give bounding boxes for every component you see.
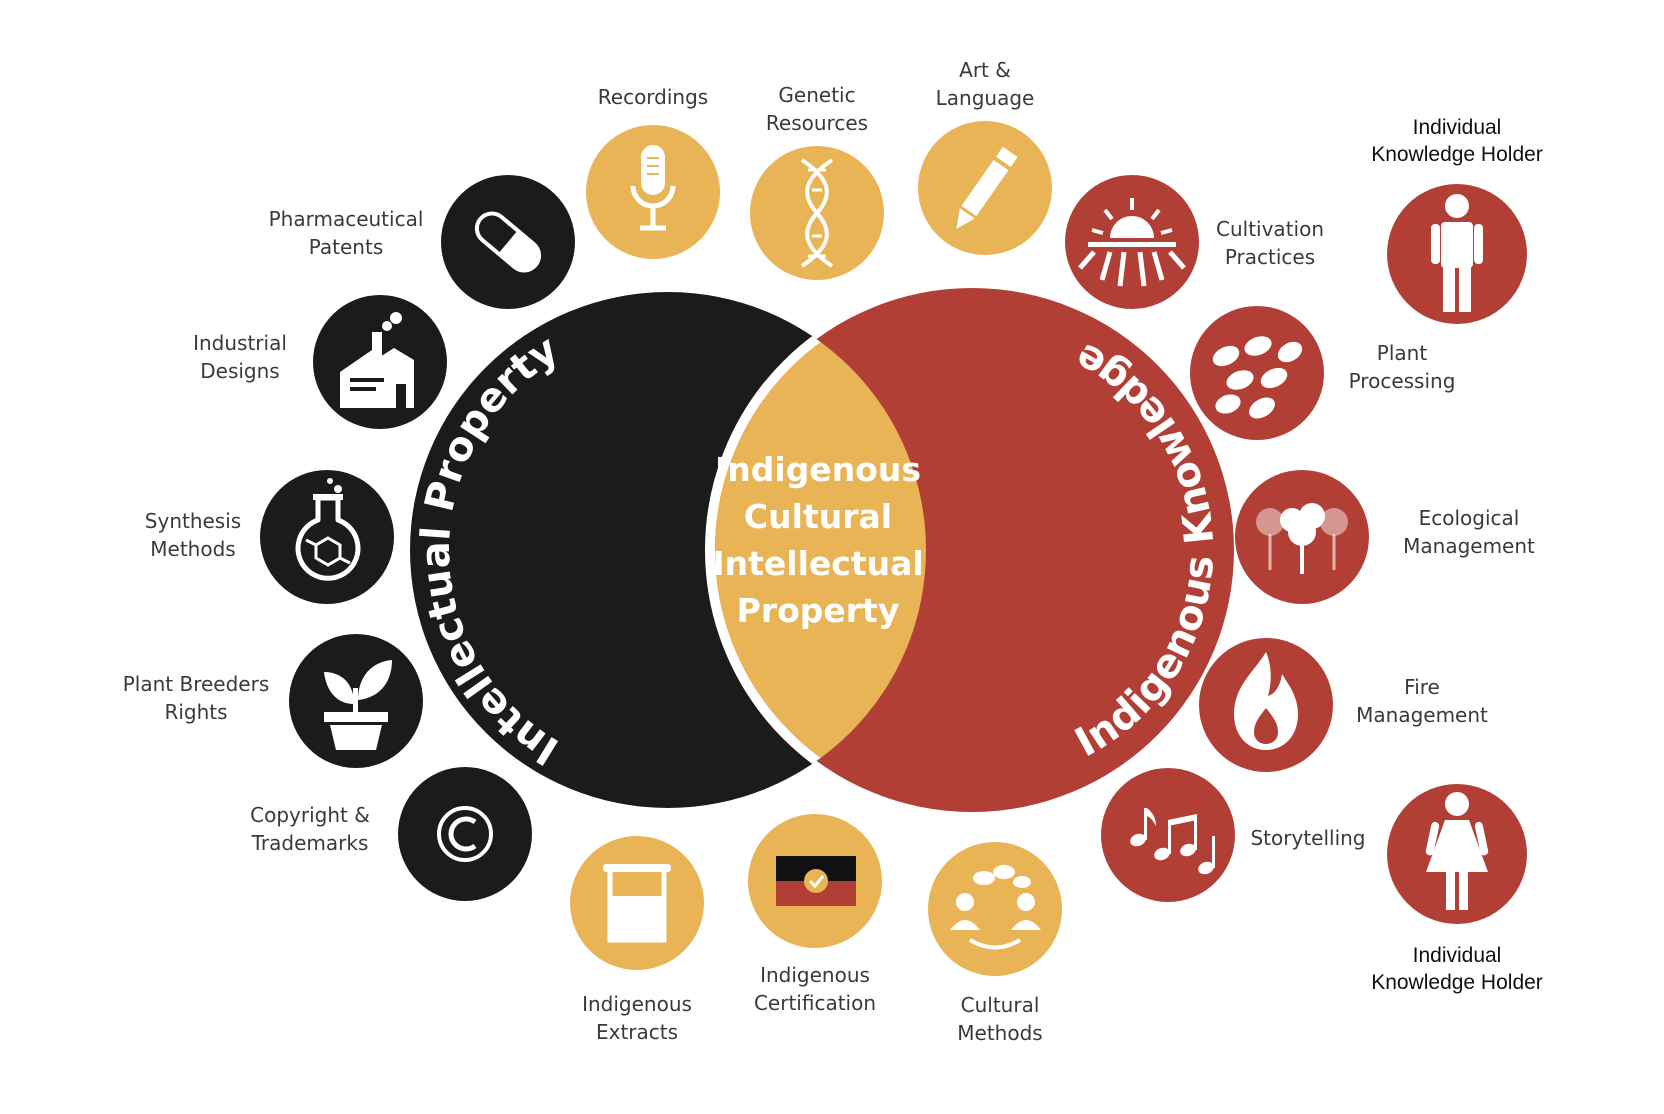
individual-knowledge-holder-male: Individual Knowledge Holder (1371, 116, 1543, 324)
center-line-2: Cultural (744, 497, 892, 536)
label-rights: Rights (164, 700, 227, 724)
man-icon (1431, 194, 1483, 312)
icip-item-indigenous-extracts: Indigenous Extracts (570, 836, 704, 1044)
label-cultivation: Cultivation (1216, 217, 1324, 241)
icip-item-art-language: Art & Language (918, 58, 1052, 255)
dna-icon (800, 158, 834, 268)
center-line-3: Intellectual (712, 544, 923, 583)
trees-icon (1256, 503, 1348, 574)
label-fire-management: Management (1356, 703, 1488, 727)
woman-icon (1425, 792, 1489, 910)
label-storytelling: Storytelling (1250, 826, 1365, 850)
label-methods: Methods (150, 537, 235, 561)
label-synthesis: Synthesis (145, 509, 241, 533)
label-trademarks: Trademarks (251, 831, 369, 855)
label-genetic: Genetic (778, 83, 855, 107)
ip-item-plant-breeders-rights: Plant Breeders Rights (123, 634, 423, 768)
center-line-4: Property (737, 591, 900, 630)
label-ecological-management: Management (1403, 534, 1535, 558)
label-patents: Patents (309, 235, 384, 259)
holder-label-bottom-2: Knowledge Holder (1371, 971, 1543, 994)
icip-center-label: Indigenous Cultural Intellectual Propert… (712, 450, 923, 630)
label-plant: Plant (1377, 341, 1428, 365)
flask-icon (295, 478, 361, 581)
icip-item-indigenous-certification: Indigenous Certification (748, 814, 882, 1015)
holder-label-top-2: Knowledge Holder (1371, 143, 1543, 166)
ik-item-plant-processing: Plant Processing (1190, 306, 1455, 440)
ik-item-ecological-management: Ecological Management (1235, 470, 1535, 604)
beaker-icon (603, 864, 671, 943)
copyright-icon (437, 806, 493, 862)
label-indigenous-certification-2: Certification (754, 991, 876, 1015)
label-art: Art & (959, 58, 1011, 82)
label-indigenous-extracts-1: Indigenous (582, 992, 692, 1016)
sunrise-field-icon (1078, 198, 1186, 287)
label-ecological: Ecological (1419, 506, 1520, 530)
label-industrial: Industrial (193, 331, 287, 355)
label-plant-breeders: Plant Breeders (123, 672, 270, 696)
pencil-icon (956, 146, 1018, 229)
label-indigenous-certification-1: Indigenous (760, 963, 870, 987)
potted-plant-icon (324, 660, 392, 750)
label-designs: Designs (200, 359, 279, 383)
overlap-outline (705, 292, 926, 808)
ip-item-copyright-trademarks: Copyright & Trademarks (250, 767, 532, 901)
ik-item-fire-management: Fire Management (1199, 638, 1488, 772)
icip-item-recordings: Recordings (586, 85, 720, 259)
ip-item-pharmaceutical-patents: Pharmaceutical Patents (269, 175, 575, 309)
label-resources: Resources (766, 111, 868, 135)
seeds-icon (1212, 336, 1303, 419)
holder-label-bottom-1: Individual (1413, 944, 1502, 967)
icip-item-genetic-resources: Genetic Resources (750, 83, 884, 280)
flame-icon (1234, 652, 1298, 750)
ik-item-storytelling: Storytelling (1101, 768, 1366, 902)
label-pharmaceutical: Pharmaceutical (269, 207, 424, 231)
pill-icon (474, 211, 542, 273)
music-notes-icon (1130, 808, 1215, 875)
label-recordings: Recordings (598, 85, 708, 109)
label-fire: Fire (1404, 675, 1440, 699)
factory-icon (340, 312, 414, 408)
people-talking-icon (950, 865, 1041, 950)
holder-label-top-1: Individual (1413, 116, 1502, 139)
label-copyright: Copyright & (250, 803, 370, 827)
microphone-icon (630, 145, 676, 231)
label-cultural-methods: Methods (957, 1021, 1042, 1045)
center-line-1: Indigenous (715, 450, 921, 489)
label-cultural: Cultural (961, 993, 1040, 1017)
icip-overlap (715, 293, 926, 807)
ip-item-synthesis-methods: Synthesis Methods (145, 470, 394, 604)
icip-item-cultural-methods: Cultural Methods (928, 842, 1062, 1045)
ik-item-cultivation-practices: Cultivation Practices (1065, 175, 1324, 309)
ip-item-industrial-designs: Industrial Designs (193, 295, 447, 429)
label-practices: Practices (1225, 245, 1315, 269)
label-processing: Processing (1349, 369, 1456, 393)
label-language: Language (936, 86, 1035, 110)
label-indigenous-extracts-2: Extracts (596, 1020, 678, 1044)
individual-knowledge-holder-female: Individual Knowledge Holder (1371, 784, 1543, 994)
aboriginal-flag-icon (776, 856, 856, 906)
